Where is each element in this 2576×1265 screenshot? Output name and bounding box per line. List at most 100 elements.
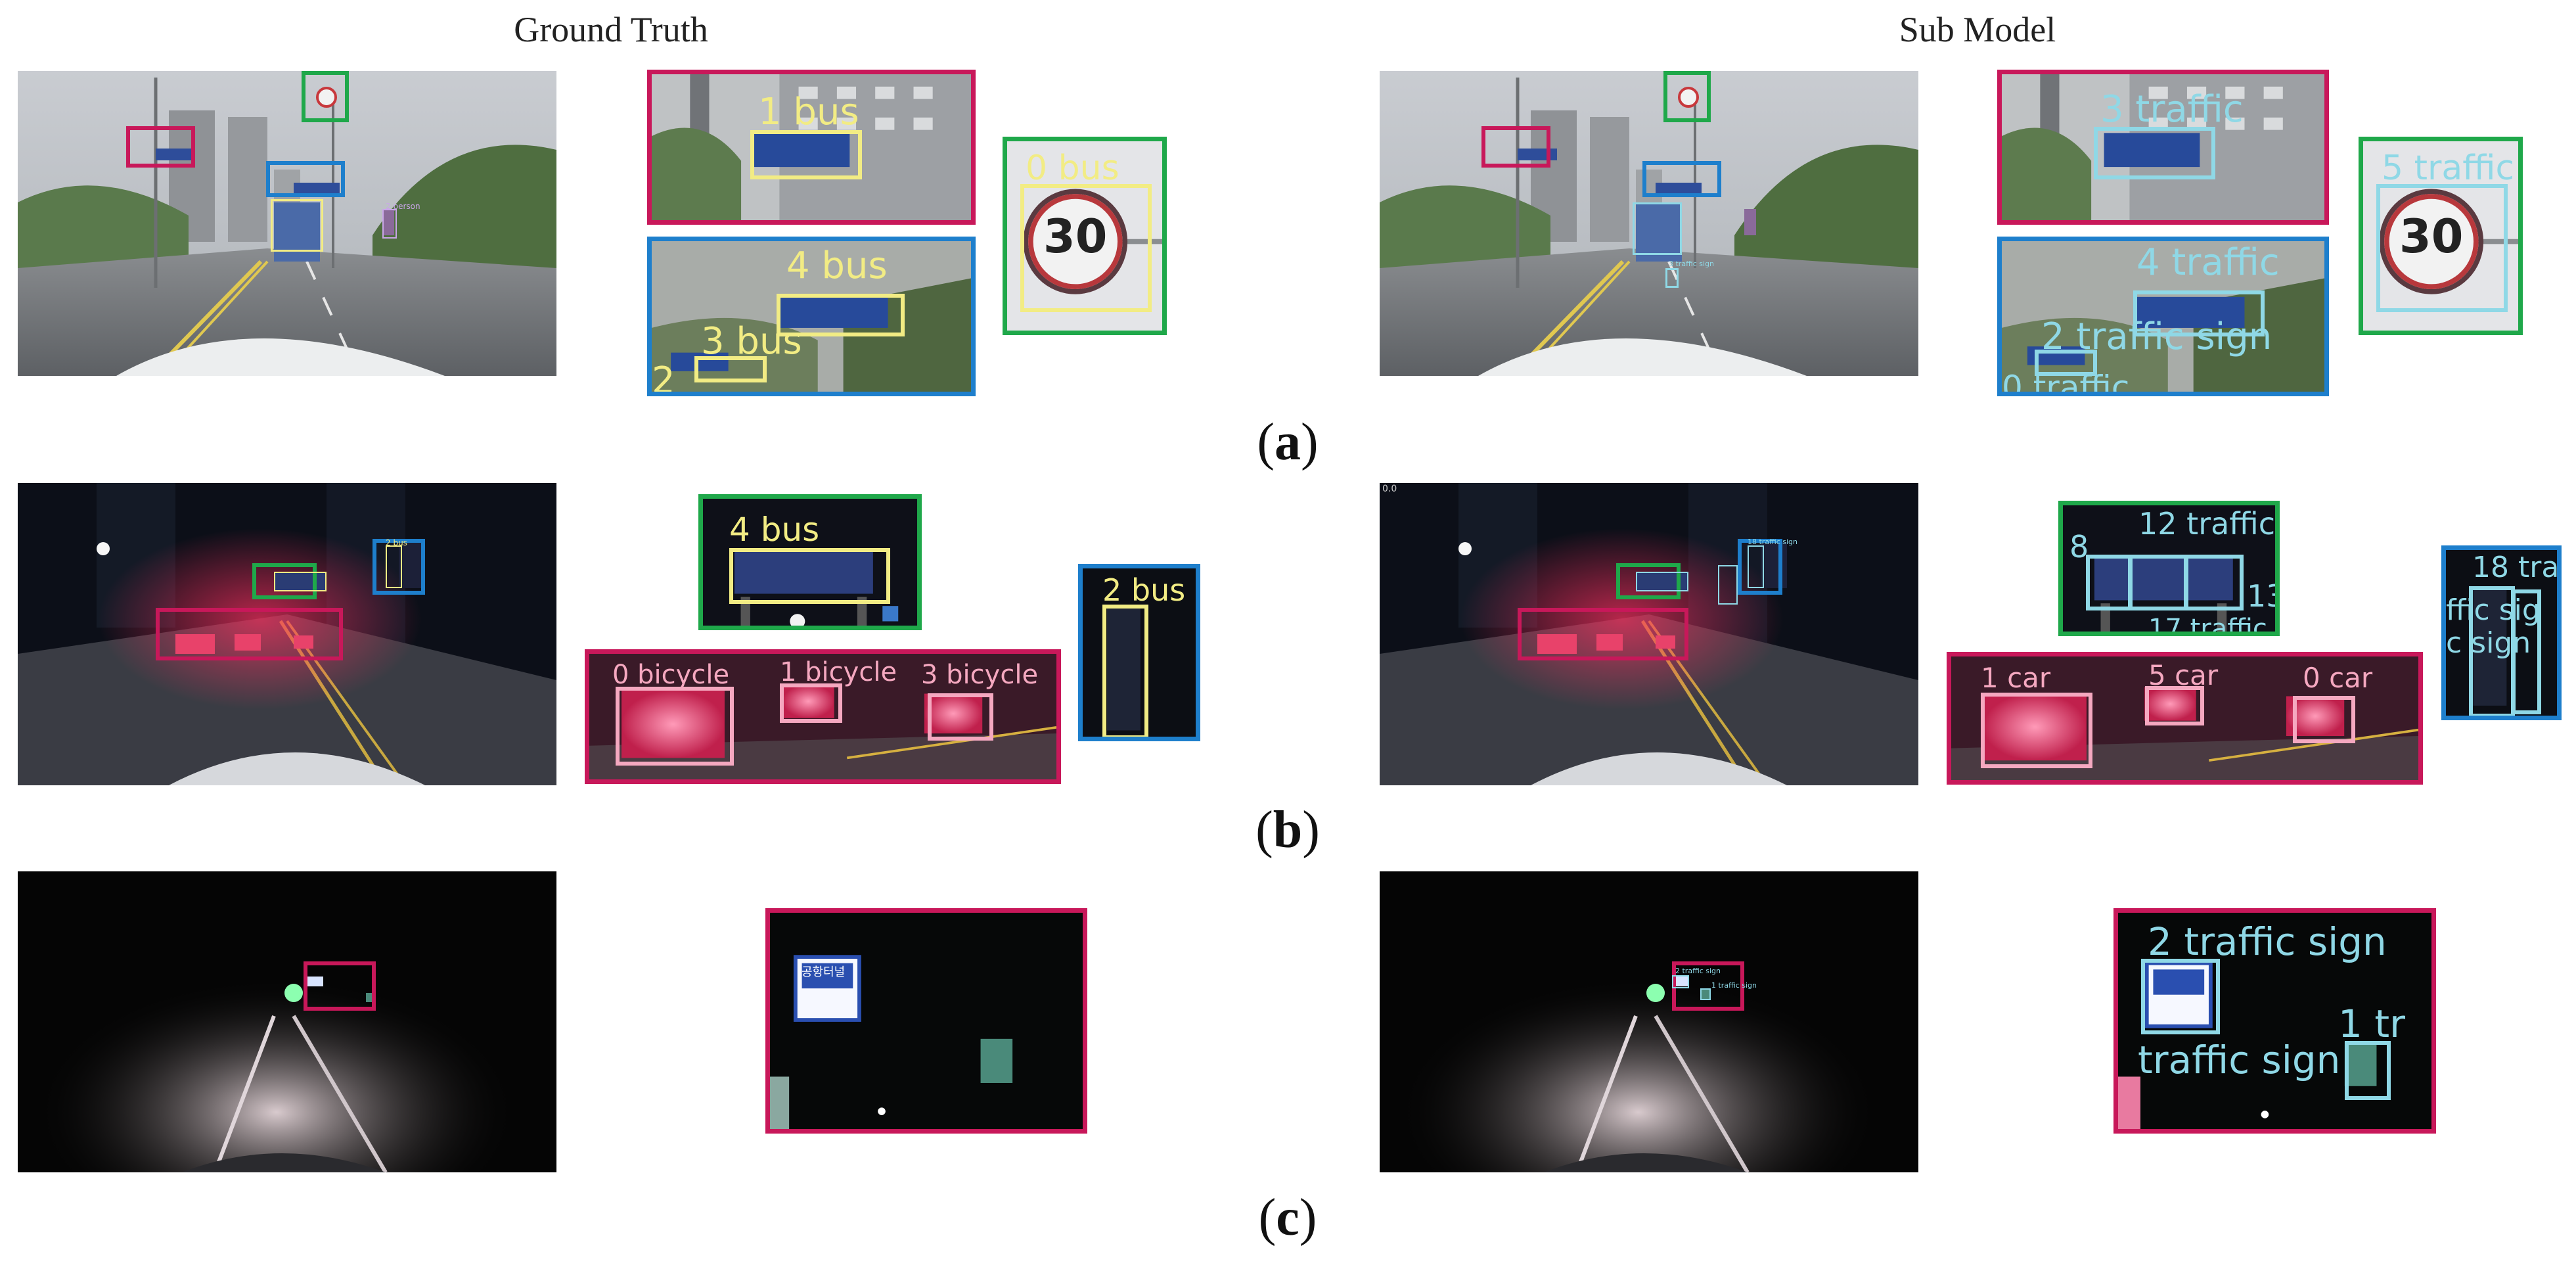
row-label-c: (c) [1258, 1189, 1317, 1247]
scene-image-b-ground-truth: 2 bus [18, 483, 556, 785]
highlight-box-green [302, 71, 349, 122]
scene-image-b-sub-model: 0.0 18 traffic sign [1380, 483, 1918, 785]
gt-label: 1 bus [758, 91, 859, 133]
pred-label: 18 traffic sign [1748, 538, 1797, 546]
pred-label: 12 traffic [2138, 506, 2276, 541]
highlight-box-red [126, 126, 195, 168]
pred-label: traffic sign [2138, 1038, 2341, 1082]
crop-b-red-sub-model: 1 car 5 car 0 car [1947, 652, 2423, 785]
highlight-box-blue [1642, 161, 1721, 197]
highlight-box-red [1672, 961, 1744, 1011]
speed-sign-text: 30 [2399, 210, 2464, 264]
pred-box [1636, 572, 1688, 591]
gt-person-box [382, 209, 397, 239]
pred-label: 2 traffic sign [2148, 919, 2387, 964]
gt-bus-box [274, 572, 327, 591]
gt-label: 4 bus [729, 511, 820, 549]
highlight-box-green [1663, 71, 1711, 122]
scene-image-c-sub-model: 2 traffic sign 1 traffic sign [1380, 871, 1918, 1172]
pred-label: 5 car [2148, 659, 2219, 691]
pred-label: 18 tra [2472, 551, 2560, 584]
gt-label: 3 bicycle [921, 660, 1039, 690]
pred-box [2512, 589, 2541, 714]
highlight-box-red [156, 608, 343, 660]
gt-label: 3 bus [701, 320, 802, 363]
pred-label: ffic sig [2446, 593, 2541, 627]
pred-label: 2 traffic sign [1675, 967, 1721, 975]
pred-box [2129, 555, 2188, 610]
crop-a-green-sub-model: 30 5 traffic [2359, 137, 2523, 335]
pred-car-box [1981, 693, 2092, 768]
pred-label: 1 traffic sign [1711, 981, 1757, 990]
pred-score-label: 0.0 [1382, 484, 1397, 494]
highlight-box-blue [373, 539, 425, 595]
crop-a-green-ground-truth: 30 0 bus [1003, 137, 1167, 335]
scene-image-c-ground-truth [18, 871, 556, 1172]
gt-bus-box [729, 548, 890, 604]
pred-car-box [2293, 696, 2355, 743]
pred-label: 13 [2247, 578, 2275, 614]
row-label-b: (b) [1255, 801, 1320, 859]
gt-bicycle-box [780, 683, 842, 723]
highlight-box-blue [1738, 539, 1782, 595]
crop-b-green-sub-model: 12 traffic 8 13 17 traffic [2058, 501, 2280, 636]
gt-label: 0 bus [1026, 149, 1119, 188]
pred-box [1718, 565, 1738, 605]
crop-c-red-sub-model: 2 traffic sign 1 tr traffic sign [2113, 908, 2436, 1134]
pred-label: 0 car [2303, 662, 2373, 694]
column-title-ground-truth: Ground Truth [514, 10, 708, 49]
crop-a-red-ground-truth: 1 bus [647, 70, 976, 225]
pred-box [1665, 268, 1679, 288]
crop-b-blue-sub-model: 18 tra ffic sig c sign [2441, 545, 2562, 720]
pred-label: 1 car [1981, 662, 2051, 694]
gt-bus-box [271, 199, 323, 252]
crop-a-blue-sub-model: 4 traffic 2 traffic sign 0 traffic [1997, 237, 2329, 396]
pred-box [2184, 555, 2244, 610]
gt-person-label: 2 person [386, 202, 420, 211]
pred-label: 3 traffic sign [1669, 260, 1714, 268]
pred-box [1700, 988, 1711, 1000]
pred-label: 0 traffic [2002, 369, 2130, 396]
pred-box [2035, 350, 2097, 376]
scene-image-a-sub-model: 3 traffic sign [1380, 71, 1918, 376]
pred-box [2133, 290, 2265, 336]
pred-box [1748, 545, 1764, 588]
gt-bus-box [694, 356, 767, 382]
highlight-box-blue [266, 161, 345, 197]
highlight-box-red [304, 961, 376, 1011]
pred-label: c sign [2446, 626, 2531, 660]
gt-label: 4 bus [786, 244, 888, 287]
highlight-box-red [1481, 126, 1550, 168]
pred-car-box [2145, 686, 2204, 725]
speed-sign-text: 30 [1043, 210, 1108, 264]
pred-box [2376, 184, 2508, 312]
pred-label: 2 traffic sign [2041, 315, 2272, 358]
crop-b-red-ground-truth: 0 bicycle 1 bicycle 3 bicycle [585, 649, 1061, 784]
pred-label: 1 tr [2338, 1001, 2405, 1046]
pred-box [2141, 959, 2220, 1034]
pred-box [1672, 975, 1689, 988]
highlight-box-green [1616, 563, 1681, 599]
crop-a-red-sub-model: 3 traffic [1997, 70, 2329, 225]
sign-board-text: 공항터널 [802, 965, 846, 979]
gt-label: 0 bicycle [612, 660, 730, 690]
scene-image-a-ground-truth: 2 person [18, 71, 556, 376]
pred-label: 5 traffic [2382, 149, 2515, 188]
gt-bicycle-box [616, 687, 734, 766]
crop-c-red-ground-truth: 공항터널 [765, 908, 1087, 1134]
crop-b-green-ground-truth: 4 bus [698, 494, 922, 630]
pred-label: 4 traffic [2136, 241, 2280, 284]
gt-label: 1 bicycle [780, 657, 897, 687]
gt-bus-box [386, 545, 402, 588]
gt-bus-box [1102, 605, 1148, 737]
pred-box [2094, 127, 2215, 179]
pred-label: 3 traffic [2100, 88, 2244, 131]
crop-a-blue-ground-truth: 4 bus 3 bus 2 [647, 237, 976, 396]
gt-label: 2 bus [1102, 572, 1186, 608]
gt-label: 2 [652, 359, 675, 396]
pred-box [2345, 1041, 2391, 1100]
pred-box [1633, 202, 1682, 255]
crop-b-blue-ground-truth: 2 bus [1078, 564, 1200, 741]
highlight-box-green [252, 563, 317, 599]
pred-box [2086, 555, 2132, 610]
